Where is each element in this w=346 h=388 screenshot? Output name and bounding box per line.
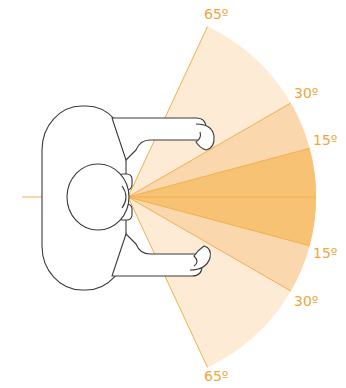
upper-arm bbox=[112, 118, 206, 160]
angle-label: 65º bbox=[204, 6, 228, 23]
angle-label: 15º bbox=[313, 245, 337, 262]
angle-label: 30º bbox=[294, 293, 318, 310]
nose bbox=[122, 186, 126, 208]
angle-label: 65º bbox=[204, 368, 228, 385]
angle-label: 15º bbox=[313, 132, 337, 149]
upper-hand bbox=[196, 124, 214, 150]
angle-rays bbox=[22, 27, 316, 368]
head bbox=[67, 164, 129, 230]
lower-hand bbox=[190, 246, 210, 270]
person-top-view bbox=[42, 106, 214, 290]
lower-arm bbox=[112, 234, 202, 276]
angle-label: 30º bbox=[294, 85, 318, 102]
